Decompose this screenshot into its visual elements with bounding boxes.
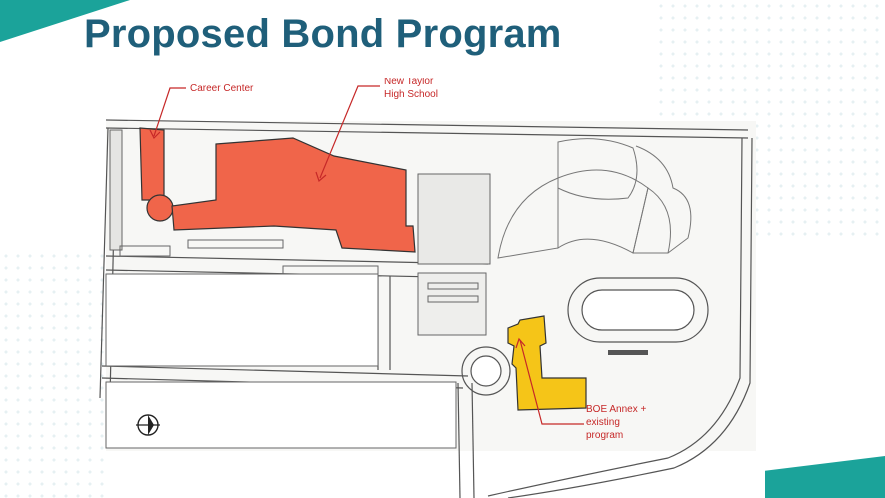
parking-row-5 <box>427 295 479 303</box>
slide-title: Proposed Bond Program <box>84 12 562 56</box>
boe-annex-building <box>507 315 587 411</box>
boe-annex-label-line2: existing <box>586 417 620 428</box>
boe-annex-arrowhead <box>515 337 526 349</box>
career-center-building <box>139 127 165 201</box>
west-road-outer <box>99 127 109 399</box>
new-taylor-high-school-building <box>171 137 416 253</box>
west-parking-strip <box>109 129 123 251</box>
field-boundary-east <box>635 145 692 254</box>
north-arrow-pointer <box>148 415 154 435</box>
roundabout-outer <box>461 346 511 396</box>
parking-lot-east <box>417 272 487 336</box>
east-curved-road-edge <box>507 137 753 498</box>
south-drive-west <box>457 382 461 498</box>
dot-pattern-bottom-left <box>0 250 110 498</box>
new-taylor-arrow-line <box>319 85 380 179</box>
new-taylor-label-line1: New Taylor <box>384 78 434 87</box>
roundabout-inner <box>470 355 502 387</box>
career-center-label: Career Center <box>190 83 254 94</box>
south-drive-east <box>471 382 475 498</box>
parking-row-1 <box>119 245 171 257</box>
parking-lot-central <box>417 173 491 265</box>
north-road-edge <box>105 127 749 139</box>
parking-row-2 <box>187 239 284 249</box>
north-road <box>105 119 749 131</box>
south-road-north <box>101 365 469 377</box>
corner-accent-top-left <box>0 0 130 42</box>
parking-lot-south <box>105 381 457 449</box>
annotation-arrows <box>149 85 584 425</box>
running-track-outer <box>567 277 709 343</box>
boe-annex-arrow-line <box>519 339 584 425</box>
parking-row-3 <box>282 265 379 275</box>
career-center-arrow-line <box>153 87 186 137</box>
boe-annex-label-line1: BOE Annex + <box>586 404 646 415</box>
career-center-rotunda <box>146 194 174 222</box>
new-taylor-label-line2: High School <box>384 89 438 100</box>
athletic-fields <box>497 138 692 259</box>
parking-row-4 <box>427 282 479 290</box>
career-center-arrowhead <box>149 129 161 140</box>
boe-annex-label-line3: program <box>586 430 623 441</box>
track-bleachers <box>608 350 648 355</box>
running-track-inner <box>581 289 695 331</box>
east-curved-road <box>487 137 743 497</box>
north-arrow <box>136 414 160 436</box>
new-taylor-arrowhead <box>315 171 327 183</box>
site-plan-map: Career Center New Taylor High School BOE… <box>99 78 756 498</box>
parking-lot-west <box>105 273 379 367</box>
softball-field <box>557 138 638 200</box>
